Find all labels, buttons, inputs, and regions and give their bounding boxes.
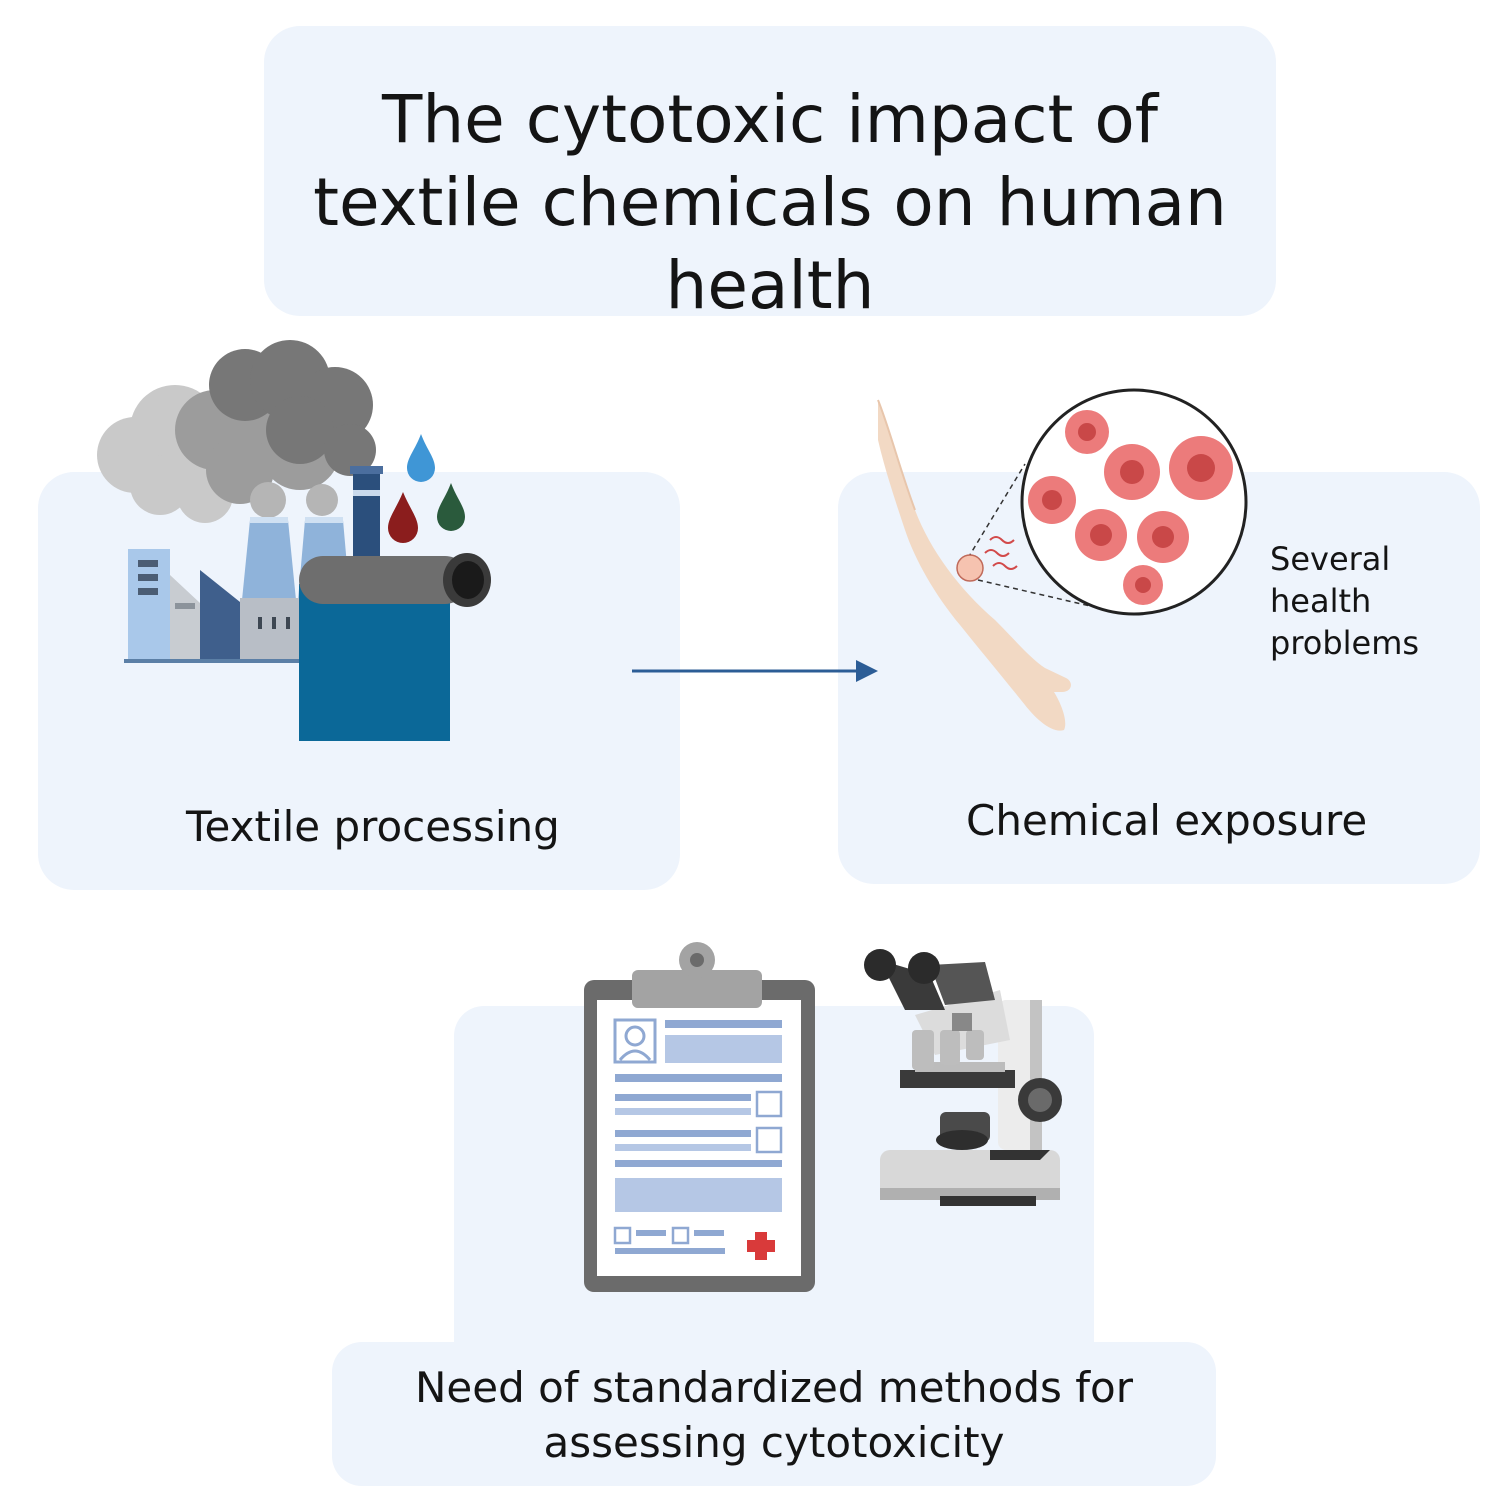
arrow-icon: [632, 660, 878, 682]
callout-line: problems: [1270, 624, 1420, 662]
chemical-exposure-label: Chemical exposure: [966, 796, 1368, 845]
caption-line: Need of standardized methods for: [415, 1363, 1133, 1412]
fabric-roll-icon: [299, 553, 491, 741]
microscope-icon: [864, 949, 1062, 1206]
assessment-caption-box: [332, 1342, 1216, 1486]
standardized-methods-label: Need of standardized methods for assessi…: [332, 1360, 1216, 1470]
cell-magnifier-icon: [956, 388, 1248, 616]
title-line: The cytotoxic impact of: [382, 81, 1158, 158]
callout-line: Several: [1270, 540, 1391, 578]
diagram-title: The cytotoxic impact of textile chemical…: [264, 78, 1276, 327]
arm-icon: [877, 399, 1071, 731]
callout-line: health: [1270, 582, 1372, 620]
textile-processing-label: Textile processing: [186, 802, 560, 851]
smoke-cloud-icon: [97, 340, 376, 523]
dye-drop-icon: [388, 434, 465, 543]
medical-report-icon: [584, 942, 815, 1292]
caption-line: assessing cytotoxicity: [543, 1418, 1005, 1467]
title-line: health: [665, 247, 875, 324]
title-box: The cytotoxic impact of textile chemical…: [264, 26, 1276, 324]
health-problems-callout: Several health problems: [1270, 538, 1419, 664]
title-line: textile chemicals on human: [313, 164, 1227, 241]
